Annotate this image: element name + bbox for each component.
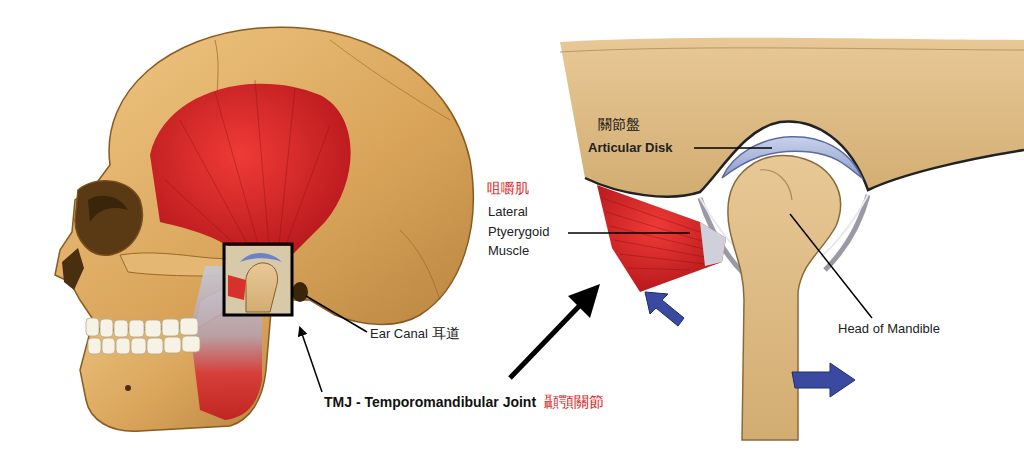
teeth (86, 318, 200, 354)
temporalis-muscle (150, 84, 351, 262)
title-label: TMJ - Temporomandibular Joint (324, 394, 536, 412)
tmj-detail (224, 244, 308, 315)
muscle-fibres (165, 80, 330, 258)
part-label: Head of Mandible (838, 321, 940, 337)
joint-closeup (510, 38, 1024, 440)
part-label: Articular Disk (588, 140, 673, 156)
leader-lines (300, 148, 872, 392)
part-label: Lateral Ptyerygoid Muscle (488, 202, 566, 261)
part-label-zh: 咀嚼肌 (487, 180, 529, 198)
part-label: Ear Canal (370, 326, 428, 342)
part-label-zh: 關節盤 (598, 116, 640, 134)
skull (55, 27, 473, 330)
part-label-zh: 耳道 (432, 325, 460, 343)
mental-foramen (125, 385, 131, 391)
title-label-zh: 顳顎關節 (544, 393, 604, 412)
